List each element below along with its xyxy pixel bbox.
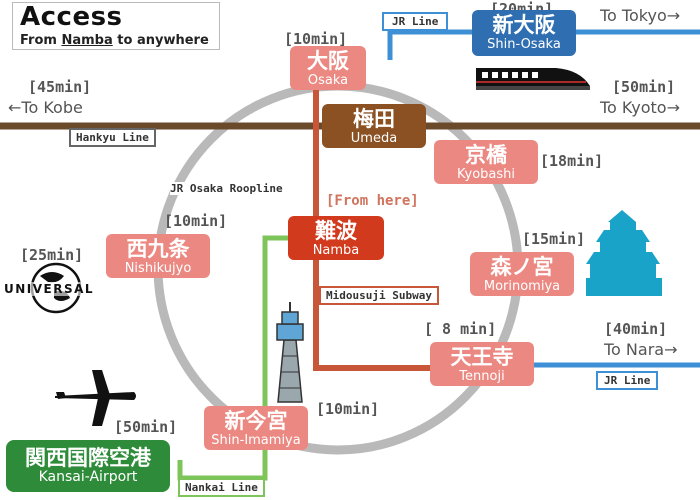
direction-nara: To Nara→ [604, 340, 678, 359]
line-label-jr-top: JR Line [382, 12, 449, 31]
station-shin-imamiya-jp: 新今宮 [224, 409, 288, 433]
time-kansai-airport: [50min] [114, 418, 178, 436]
page-title: Access [20, 2, 123, 32]
station-osaka[interactable]: 大阪 Osaka [290, 46, 366, 90]
line-label-hankyu: Hankyu Line [69, 128, 156, 147]
direction-tokyo: To Tokyo→ [600, 6, 681, 25]
direction-kobe: ←To Kobe [8, 98, 83, 117]
airplane-icon [55, 370, 136, 426]
station-osaka-en: Osaka [307, 73, 349, 88]
station-kansai-airport-en: Kansai-Airport [38, 469, 138, 485]
tsutenkaku-tower-icon [276, 302, 304, 403]
from-here-label: [From here] [326, 193, 419, 209]
line-label-jr-roopline: JR Osaka Roopline [170, 182, 283, 195]
osaka-castle-icon [586, 210, 662, 296]
station-shin-imamiya-en: Shin-Imamiya [211, 433, 301, 448]
station-shin-osaka-jp: 新大阪 [492, 13, 556, 37]
page-subtitle: From Namba to anywhere [20, 33, 209, 48]
station-shin-osaka[interactable]: 新大阪 Shin-Osaka [472, 10, 576, 56]
station-morinomiya-en: Morinomiya [483, 279, 561, 294]
station-shin-imamiya[interactable]: 新今宮 Shin-Imamiya [204, 406, 308, 450]
shinkansen-train-icon [476, 68, 590, 90]
time-kyoto: [50min] [612, 78, 676, 96]
time-kobe: [45min] [28, 78, 92, 96]
station-nishikujyo[interactable]: 西九条 Nishikujyo [106, 234, 210, 278]
station-namba-en: Namba [312, 243, 360, 258]
station-umeda-jp: 梅田 [353, 107, 395, 131]
station-kansai-airport-jp: 関西国際空港 [25, 446, 151, 470]
station-morinomiya[interactable]: 森ノ宮 Morinomiya [470, 252, 574, 296]
time-tennoji: [ 8 min] [424, 320, 497, 338]
line-label-nankai: Nankai Line [178, 478, 265, 497]
subtitle-suffix: to anywhere [112, 33, 209, 48]
station-umeda[interactable]: 梅田 Umeda [322, 104, 426, 148]
subtitle-prefix: From [20, 33, 62, 48]
station-kansai-airport[interactable]: 関西国際空港 Kansai-Airport [6, 440, 170, 492]
station-kyobashi-jp: 京橋 [465, 143, 507, 167]
station-morinomiya-jp: 森ノ宮 [490, 255, 554, 279]
station-kyobashi[interactable]: 京橋 Kyobashi [434, 140, 538, 184]
station-namba[interactable]: 難波 Namba [288, 216, 384, 260]
subtitle-highlight: Namba [61, 33, 113, 48]
station-tennoji-jp: 天王寺 [450, 345, 514, 369]
time-kyobashi: [18min] [540, 152, 604, 170]
line-label-midousuji: Midousuji Subway [319, 286, 439, 305]
station-namba-jp: 難波 [315, 219, 357, 243]
station-nishikujyo-en: Nishikujyo [124, 261, 192, 276]
universal-logo-text: UNIVERSAL [4, 282, 95, 296]
time-nara: [40min] [604, 320, 668, 338]
line-label-jr-bottom: JR Line [596, 371, 659, 390]
nankai-line-track [177, 235, 292, 481]
station-shin-osaka-en: Shin-Osaka [487, 37, 561, 52]
station-tennoji[interactable]: 天王寺 Tennoji [430, 342, 534, 386]
direction-kyoto: To Kyoto→ [600, 98, 680, 117]
time-morinomiya: [15min] [522, 230, 586, 248]
station-tennoji-en: Tennoji [459, 369, 505, 384]
jr-line-top-track [387, 29, 700, 60]
station-nishikujyo-jp: 西九条 [126, 237, 190, 261]
midousuji-subway-track [313, 90, 470, 371]
station-osaka-jp: 大阪 [307, 49, 349, 73]
time-universal: [25min] [20, 246, 84, 264]
time-shin-imamiya: [10min] [316, 400, 380, 418]
time-nishikujyo: [10min] [164, 212, 228, 230]
header-box [12, 2, 220, 50]
time-osaka: [10min] [284, 30, 348, 48]
station-kyobashi-en: Kyobashi [456, 167, 516, 182]
station-umeda-en: Umeda [350, 131, 398, 146]
